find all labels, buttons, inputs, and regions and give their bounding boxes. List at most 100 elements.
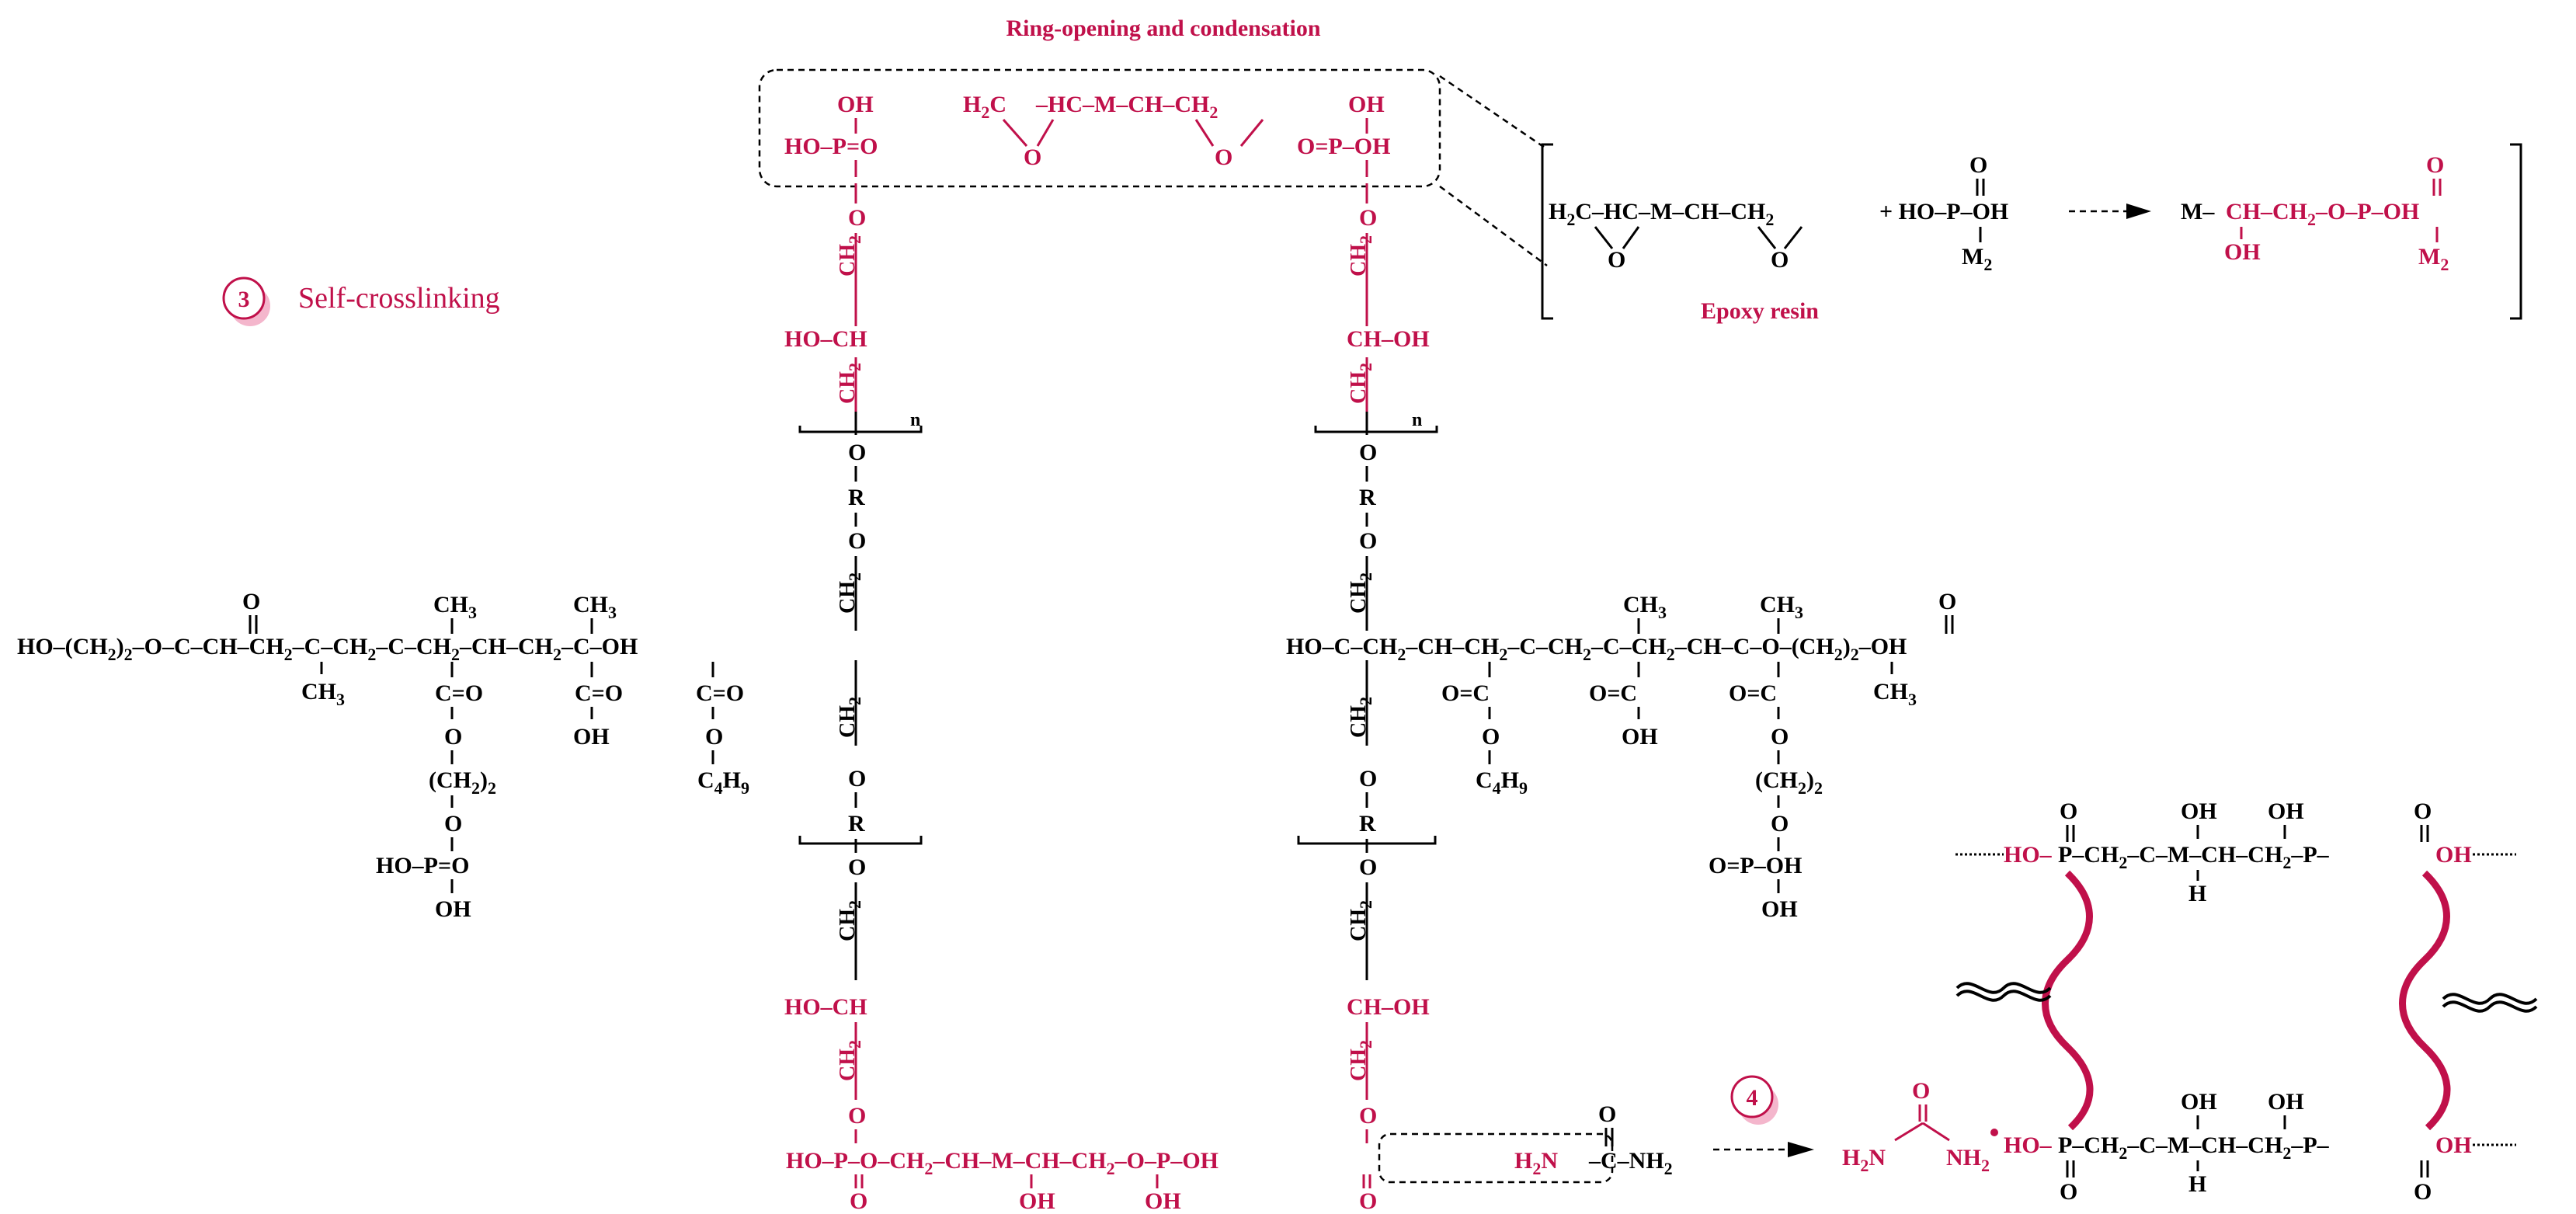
bottom-crosslink-chain: HO–P–O–CH2–CH–M–CH–CH2–O–P–OH O OH OH O …	[786, 1101, 1673, 1214]
svg-text:CH3: CH3	[573, 592, 617, 622]
svg-text:O: O	[848, 1103, 866, 1129]
svg-text:O=P–OH: O=P–OH	[1297, 134, 1390, 159]
svg-text:O=P–OH: O=P–OH	[1709, 853, 1802, 878]
svg-text:CH–OH: CH–OH	[1347, 326, 1430, 352]
svg-text:O: O	[2060, 1179, 2077, 1205]
svg-text:O: O	[1359, 766, 1377, 791]
svg-text:HO–CH: HO–CH	[784, 994, 867, 1020]
svg-text:C=O: C=O	[696, 680, 744, 706]
svg-text:n: n	[1412, 410, 1422, 430]
svg-text:O=C: O=C	[1441, 680, 1490, 706]
step-4-badge: 4	[1730, 1075, 1778, 1125]
svg-text:H2N: H2N	[1514, 1148, 1558, 1178]
svg-text:–HC–M–CH–CH2: –HC–M–CH–CH2	[1035, 92, 1218, 122]
svg-text:O: O	[1608, 247, 1625, 273]
svg-text:+ HO–P–OH: + HO–P–OH	[1879, 199, 2008, 224]
svg-text:CH2: CH2	[1347, 900, 1375, 941]
svg-text:OH: OH	[1348, 92, 1385, 117]
top-dashed-box	[758, 68, 1441, 188]
svg-text:OH: OH	[1019, 1188, 1055, 1214]
svg-text:H: H	[2188, 881, 2206, 906]
top-right-phosphoric-acid: OH O=P–OH	[1297, 92, 1390, 177]
svg-text:OH: OH	[435, 896, 471, 922]
svg-text:OH: OH	[2181, 798, 2217, 824]
left-vertical-chain: O CH2 HO–CH CH2 n O R O CH2 CH2 O R O CH…	[784, 183, 923, 1143]
urea-molecule: O H2N NH2	[1842, 1078, 1998, 1175]
svg-text:CH–CH2–O–P–OH: CH–CH2–O–P–OH	[2226, 199, 2419, 229]
svg-text:(CH2)2: (CH2)2	[429, 767, 496, 798]
svg-text:O: O	[1359, 205, 1377, 231]
svg-text:O: O	[1771, 247, 1789, 273]
svg-text:OH: OH	[1622, 724, 1658, 750]
svg-text:O: O	[1771, 811, 1789, 837]
top-left-phosphoric-acid: OH HO–P=O	[784, 92, 878, 177]
svg-text:HO–P–O–CH2–CH–M–CH–CH2–O–P–OH: HO–P–O–CH2–CH–M–CH–CH2–O–P–OH	[786, 1148, 1218, 1178]
left-acrylic-chain: HO–(CH2)2–O–C–CH–CH2–C–CH2–C–CH2–CH–CH2–…	[17, 589, 749, 922]
svg-text:CH2: CH2	[1347, 572, 1375, 614]
svg-text:O=C: O=C	[1589, 680, 1637, 706]
svg-text:O: O	[1938, 589, 1956, 614]
svg-text:HO–: HO–	[2004, 842, 2053, 868]
svg-text:O: O	[1359, 854, 1377, 880]
svg-text:O: O	[1482, 724, 1500, 750]
svg-text:OH: OH	[573, 724, 610, 750]
svg-text:CH2: CH2	[1347, 363, 1375, 404]
ring-opening-title: Ring-opening and condensation	[1006, 16, 1320, 41]
svg-text:OH: OH	[2435, 842, 2472, 868]
svg-text:OH: OH	[2181, 1089, 2217, 1115]
svg-text:HO–P=O: HO–P=O	[784, 134, 878, 159]
svg-text:O=C: O=C	[1729, 680, 1777, 706]
right-vertical-chain: O CH2 CH–OH CH2 n O R O CH2 CH2 O R O CH…	[1297, 183, 1438, 1143]
svg-text:O: O	[848, 440, 866, 465]
svg-text:CH–OH: CH–OH	[1347, 994, 1430, 1020]
svg-text:O: O	[848, 766, 866, 791]
svg-text:O: O	[1215, 144, 1232, 170]
svg-text:O: O	[848, 528, 866, 554]
svg-text:O: O	[2426, 152, 2444, 178]
svg-text:R: R	[1359, 485, 1376, 510]
svg-text:O: O	[2414, 798, 2432, 824]
svg-text:CH2: CH2	[836, 1040, 864, 1081]
svg-text:H2N: H2N	[1842, 1145, 1886, 1175]
svg-text:HO–CH: HO–CH	[784, 326, 867, 352]
svg-text:HO–(CH2)2–O–C–CH–CH2–C–CH2–C–C: HO–(CH2)2–O–C–CH–CH2–C–CH2–C–CH2–CH–CH2–…	[17, 634, 638, 664]
svg-text:O: O	[2060, 798, 2077, 824]
svg-text:CH3: CH3	[1623, 592, 1667, 622]
urea-dashed-box	[1378, 1132, 1614, 1184]
svg-text:M–: M–	[2181, 199, 2215, 224]
svg-text:CH3: CH3	[301, 679, 345, 709]
svg-text:CH2: CH2	[1347, 235, 1375, 277]
zoom-line-bottom	[1439, 185, 1548, 267]
svg-text:CH2: CH2	[1347, 697, 1375, 738]
svg-text:4: 4	[1747, 1085, 1758, 1111]
top-epoxide: H2C –HC–M–CH–CH2 O O	[963, 92, 1264, 170]
svg-text:NH2: NH2	[1946, 1145, 1990, 1175]
svg-text:CH2: CH2	[836, 363, 864, 404]
svg-text:H2C–HC–M–CH–CH2: H2C–HC–M–CH–CH2	[1549, 199, 1774, 229]
svg-text:O: O	[444, 724, 462, 750]
svg-text:–C–NH2: –C–NH2	[1588, 1148, 1673, 1178]
svg-text:O: O	[705, 724, 723, 750]
svg-text:OH: OH	[2268, 798, 2304, 824]
svg-text:(CH2)2: (CH2)2	[1755, 767, 1823, 798]
svg-text:OH: OH	[2224, 239, 2261, 265]
svg-text:R: R	[1359, 811, 1376, 837]
svg-text:C4H9: C4H9	[1476, 767, 1528, 798]
svg-text:HO–C–CH2–CH–CH2–C–CH2–C–CH2–CH: HO–C–CH2–CH–CH2–C–CH2–C–CH2–CH–C–O–(CH2)…	[1286, 634, 1907, 664]
svg-text:C=O: C=O	[435, 680, 483, 706]
svg-text:HO–P=O: HO–P=O	[376, 853, 469, 878]
svg-text:CH3: CH3	[1760, 592, 1803, 622]
svg-text:OH: OH	[1145, 1188, 1181, 1214]
svg-text:C4H9: C4H9	[697, 767, 749, 798]
svg-text:O: O	[1359, 440, 1377, 465]
svg-text:CH3: CH3	[1873, 679, 1917, 709]
zoom-line-top	[1439, 75, 1548, 151]
crosslinked-network: HO– P–CH2–C–M–CH–CH2–P– OH O OH H OH O H…	[1955, 798, 2538, 1205]
svg-text:O: O	[1024, 144, 1041, 170]
svg-text:O: O	[1598, 1101, 1616, 1127]
svg-text:CH2: CH2	[836, 235, 864, 277]
svg-text:O: O	[1359, 1103, 1377, 1129]
svg-text:HO–: HO–	[2004, 1132, 2053, 1158]
svg-text:O: O	[444, 811, 462, 837]
